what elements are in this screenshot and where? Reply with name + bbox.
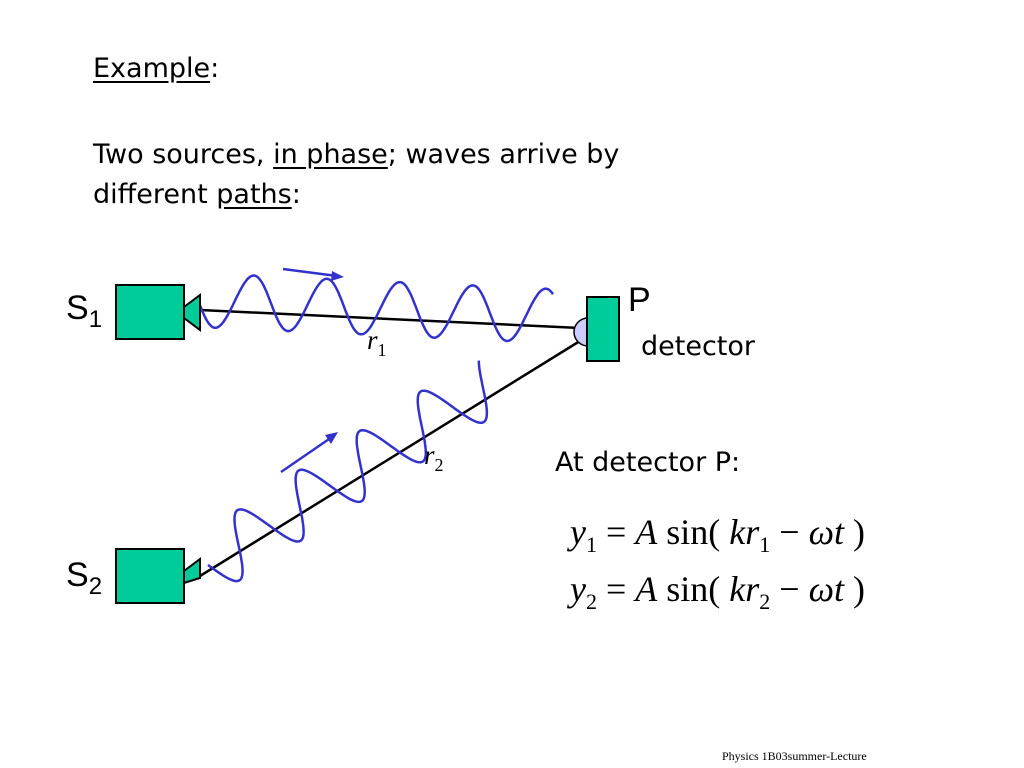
eq1-close: ) <box>844 512 866 552</box>
eq2-r: r <box>745 569 760 609</box>
eq2-y-sub: 2 <box>585 589 597 614</box>
eq1-amplitude: A <box>635 512 658 552</box>
eq1-k: k <box>729 512 746 552</box>
equation-2: y2 = A sin( kr2 − ωt ) <box>570 569 865 622</box>
r1-letter: r <box>367 325 378 355</box>
title-colon: : <box>210 53 220 84</box>
direction-arrow-1 <box>282 267 344 281</box>
eq2-close: ) <box>844 569 866 609</box>
eq2-equals: = <box>596 569 636 609</box>
point-p-label: P <box>628 281 651 319</box>
intro-part3: : <box>291 179 301 210</box>
eq1-minus: − <box>770 512 809 552</box>
r2-label: r2 <box>424 440 444 480</box>
equations-heading: At detector P: <box>555 447 741 478</box>
intro-part2: ; waves arrive by different <box>93 139 620 210</box>
eq2-y: y <box>570 569 586 609</box>
eq2-omega: ω <box>808 569 835 609</box>
detector-label: detector <box>641 331 755 362</box>
r2-index: 2 <box>434 455 444 475</box>
slide-footer: Physics 1B03summer-Lecture <box>722 749 867 763</box>
eq1-y-sub: 1 <box>585 532 597 557</box>
source-2-label: S2 <box>66 556 102 606</box>
intro-text: Two sources, in phase; waves arrive by d… <box>93 135 733 215</box>
eq1-t: t <box>834 512 845 552</box>
eq1-sin: sin( <box>657 512 730 552</box>
eq2-t: t <box>834 569 845 609</box>
eq2-r-sub: 2 <box>759 589 771 614</box>
eq2-sin: sin( <box>657 569 730 609</box>
eq1-omega: ω <box>808 512 835 552</box>
eq2-amplitude: A <box>635 569 658 609</box>
eq1-y: y <box>570 512 586 552</box>
eq2-k: k <box>729 569 746 609</box>
eq2-minus: − <box>770 569 809 609</box>
intro-part1: Two sources, <box>93 139 274 170</box>
source-2-letter: S <box>66 556 89 594</box>
source-1-index: 1 <box>88 306 103 333</box>
wave-2 <box>207 360 489 583</box>
r2-letter: r <box>424 440 435 470</box>
intro-in-phase: in phase <box>273 139 388 170</box>
source-1-label: S1 <box>66 289 102 339</box>
r1-index: 1 <box>377 340 387 360</box>
eq1-r: r <box>745 512 760 552</box>
wave-1 <box>196 274 555 343</box>
source-1-speaker <box>115 284 201 340</box>
equation-1: y1 = A sin( kr1 − ωt ) <box>570 512 865 565</box>
path-line-r1 <box>199 308 581 330</box>
path-line-r2 <box>199 334 589 578</box>
eq1-r-sub: 1 <box>759 532 771 557</box>
source-2-index: 2 <box>88 573 103 600</box>
direction-arrow-2 <box>280 432 338 474</box>
title-text: Example <box>93 53 211 84</box>
slide-title: Example: <box>93 52 219 86</box>
source-2-speaker <box>115 548 201 604</box>
source-1-letter: S <box>66 289 89 327</box>
detector-device <box>573 296 620 362</box>
intro-paths: paths <box>216 179 292 210</box>
eq1-equals: = <box>596 512 636 552</box>
r1-label: r1 <box>367 325 387 365</box>
